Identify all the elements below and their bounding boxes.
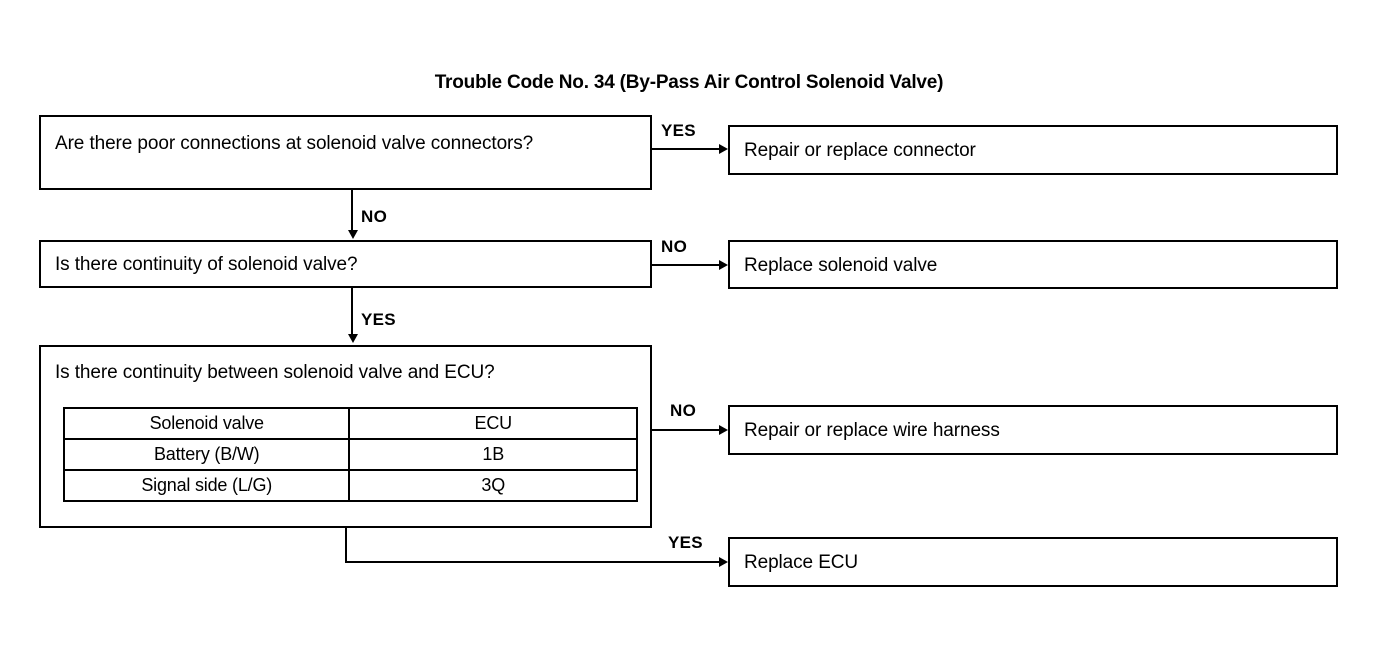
table-cell-signal-pin: 3Q [348,469,638,502]
decision-box-connections-text: Are there poor connections at solenoid v… [55,133,534,154]
decision-box-ecu-continuity: Is there continuity between solenoid val… [39,345,652,528]
connector-q3-yes-vline [345,528,347,563]
connector-q1-no-line [351,190,353,232]
table-row: Battery (B/W) 1B [62,438,638,471]
connector-q2-no-arrowhead [719,260,728,270]
result-box-replace-solenoid-text: Replace solenoid valve [744,255,938,276]
connector-q1-no-arrowhead [348,230,358,239]
connector-q2-yes-line [351,288,353,335]
table-header-solenoid-valve: Solenoid valve [62,407,351,440]
connector-q1-yes-line [652,148,720,150]
decision-box-solenoid-continuity: Is there continuity of solenoid valve? [39,240,652,288]
result-box-repair-harness-text: Repair or replace wire harness [744,420,1000,441]
connector-q3-no-line [652,429,720,431]
edge-label-q2-no: NO [661,237,688,256]
edge-label-q1-yes: YES [661,121,696,140]
edge-label-q3-no: NO [670,401,697,420]
table-header-ecu: ECU [348,407,638,440]
decision-box-solenoid-continuity-text: Is there continuity of solenoid valve? [55,254,358,275]
connector-q3-no-arrowhead [719,425,728,435]
result-box-repair-harness: Repair or replace wire harness [728,405,1338,455]
edge-label-q3-yes: YES [668,533,703,552]
result-box-repair-connector: Repair or replace connector [728,125,1338,175]
result-box-replace-ecu-text: Replace ECU [744,552,859,573]
connector-q2-yes-arrowhead [348,334,358,343]
connector-q2-no-line [652,264,720,266]
table-row: Solenoid valve ECU [62,407,638,440]
connector-q3-yes-arrowhead [719,557,728,567]
continuity-table: Solenoid valve ECU Battery (B/W) 1B Sign… [62,407,638,502]
connector-q3-yes-hline [345,561,720,563]
edge-label-q2-yes: YES [361,310,396,329]
decision-box-ecu-continuity-text: Is there continuity between solenoid val… [55,362,495,383]
result-box-replace-ecu: Replace ECU [728,537,1338,587]
decision-box-connections: Are there poor connections at solenoid v… [39,115,652,190]
table-cell-battery-label: Battery (B/W) [62,438,351,471]
edge-label-q1-no: NO [361,207,388,226]
table-cell-battery-pin: 1B [348,438,638,471]
connector-q1-yes-arrowhead [719,144,728,154]
result-box-replace-solenoid: Replace solenoid valve [728,240,1338,289]
result-box-repair-connector-text: Repair or replace connector [744,140,976,161]
table-cell-signal-label: Signal side (L/G) [62,469,351,502]
table-row: Signal side (L/G) 3Q [62,469,638,502]
page-title: Trouble Code No. 34 (By-Pass Air Control… [434,72,944,93]
